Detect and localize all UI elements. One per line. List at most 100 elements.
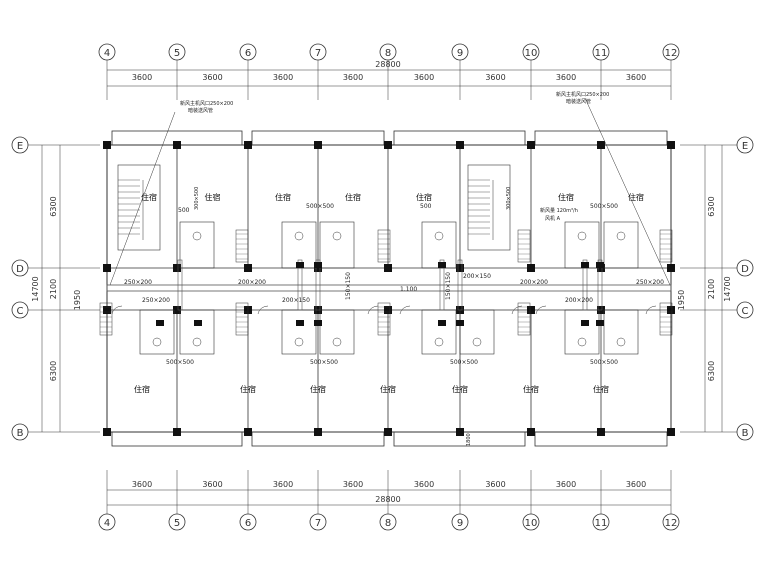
bath-fixture-north-4 xyxy=(577,231,587,241)
duct-label-south-mid: 200×150 xyxy=(282,297,310,304)
room-label-north-2: 住宿 xyxy=(275,192,291,202)
bath-fixture-south-1 xyxy=(192,337,202,347)
wardrobe-4 xyxy=(99,302,113,336)
column-4-D xyxy=(384,264,392,272)
grid-label-bottom-12: 12 xyxy=(665,518,678,529)
wardrobe-8 xyxy=(659,302,673,336)
bathroom-north-3 xyxy=(421,221,457,269)
duct-label-south-left: 250×200 xyxy=(142,297,170,304)
duct-label-500x500-3: 500×500 xyxy=(310,359,338,366)
column-5-B xyxy=(456,428,464,436)
leader-right xyxy=(584,97,671,286)
column-8-D xyxy=(667,264,675,272)
dim-top-bay-2: 3600 xyxy=(273,73,293,82)
column-2-B xyxy=(244,428,252,436)
column-0-B xyxy=(103,428,111,436)
duct-label-500x500-2: 500×500 xyxy=(590,203,618,210)
door-swing-9 xyxy=(399,305,411,315)
dim-bottom-bay-6: 3600 xyxy=(556,480,576,489)
duct-label-v1: 150×150 xyxy=(345,272,352,300)
bathroom-south-0 xyxy=(139,309,175,355)
column-8-C xyxy=(667,306,675,314)
note-right-vertical: 300×500 xyxy=(506,187,512,210)
door-swing-7 xyxy=(257,305,269,315)
bath-fixture-south-3 xyxy=(332,337,342,347)
dim-bottom-bay-7: 3600 xyxy=(626,480,646,489)
column-1-D xyxy=(173,264,181,272)
column-4-C xyxy=(384,306,392,314)
door-swing-11 xyxy=(535,305,547,315)
grid-label-bottom-8: 8 xyxy=(385,518,391,529)
grid-label-top-4: 4 xyxy=(104,48,110,59)
column-2-E xyxy=(244,141,252,149)
diffuser-2 xyxy=(438,262,446,268)
column-1-C xyxy=(173,306,181,314)
grid-label-bottom-5: 5 xyxy=(174,518,180,529)
bathroom-south-6 xyxy=(564,309,600,355)
duct-label-500-2: 500 xyxy=(420,203,432,210)
room-label-north-1: 住宿 xyxy=(205,192,221,202)
grid-label-right-D: D xyxy=(741,264,749,275)
dim-top-total: 28800 xyxy=(375,60,400,69)
duct-label-left2: 200×200 xyxy=(238,279,266,286)
stair-0 xyxy=(117,164,161,251)
dim-top-bay-6: 3600 xyxy=(556,73,576,82)
grid-label-bottom-4: 4 xyxy=(104,518,110,529)
room-label-south-1: 住宿 xyxy=(240,384,256,394)
bathroom-south-3 xyxy=(319,309,355,355)
wardrobe-2 xyxy=(517,229,531,263)
bath-fixture-north-2 xyxy=(332,231,342,241)
dim-bottom-bay-2: 3600 xyxy=(273,480,293,489)
duct-label-500x500-5: 500×500 xyxy=(166,359,194,366)
bathroom-north-5 xyxy=(603,221,639,269)
grid-label-top-6: 6 xyxy=(245,48,251,59)
bathroom-north-4 xyxy=(564,221,600,269)
room-label-south-4: 住宿 xyxy=(452,384,468,394)
grid-label-top-8: 8 xyxy=(385,48,391,59)
grid-label-bottom-11: 11 xyxy=(595,518,608,529)
column-2-D xyxy=(244,264,252,272)
note-fan-2: 风机 A xyxy=(545,215,561,222)
dim-top-bay-5: 3600 xyxy=(485,73,505,82)
grid-label-top-12: 12 xyxy=(665,48,678,59)
duct-label-500x500-1: 500×500 xyxy=(306,203,334,210)
bath-fixture-south-2 xyxy=(294,337,304,347)
room-label-south-5: 住宿 xyxy=(523,384,539,394)
dim-right-part-1: 2100 xyxy=(707,279,716,299)
column-8-E xyxy=(667,141,675,149)
diffuser-12 xyxy=(596,320,604,326)
stair-1 xyxy=(467,164,511,251)
duct-label-left: 250×200 xyxy=(124,279,152,286)
bathroom-north-2 xyxy=(319,221,355,269)
diffuser-5 xyxy=(156,320,164,326)
bath-fixture-south-0 xyxy=(152,337,162,347)
column-6-C xyxy=(527,306,535,314)
leader-left xyxy=(109,111,176,286)
branch-duct-4 xyxy=(457,259,463,311)
bath-fixture-north-3 xyxy=(434,231,444,241)
bathroom-south-7 xyxy=(603,309,639,355)
diffuser-3 xyxy=(581,262,589,268)
diffuser-11 xyxy=(581,320,589,326)
duct-label-south-right: 200×200 xyxy=(565,297,593,304)
dim-bottom-small: 1800 xyxy=(466,433,472,446)
bathroom-north-1 xyxy=(281,221,317,269)
column-3-E xyxy=(314,141,322,149)
room-label-north-0: 住宿 xyxy=(141,192,157,202)
grid-label-top-10: 10 xyxy=(525,48,538,59)
bathroom-south-5 xyxy=(459,309,495,355)
column-0-C xyxy=(103,306,111,314)
diffuser-9 xyxy=(438,320,446,326)
column-6-E xyxy=(527,141,535,149)
grid-label-top-11: 11 xyxy=(595,48,608,59)
room-label-north-5: 住宿 xyxy=(558,192,574,202)
door-swing-8 xyxy=(367,305,379,315)
column-7-E xyxy=(597,141,605,149)
note-left-top-2: 暗装送风管 xyxy=(188,107,213,114)
note-right-top-2: 暗装送风管 xyxy=(566,98,591,105)
note-left-vertical: 300×500 xyxy=(194,187,200,210)
branch-duct-2 xyxy=(315,259,321,311)
room-label-south-0: 住宿 xyxy=(134,384,150,394)
door-swing-10 xyxy=(511,305,523,315)
